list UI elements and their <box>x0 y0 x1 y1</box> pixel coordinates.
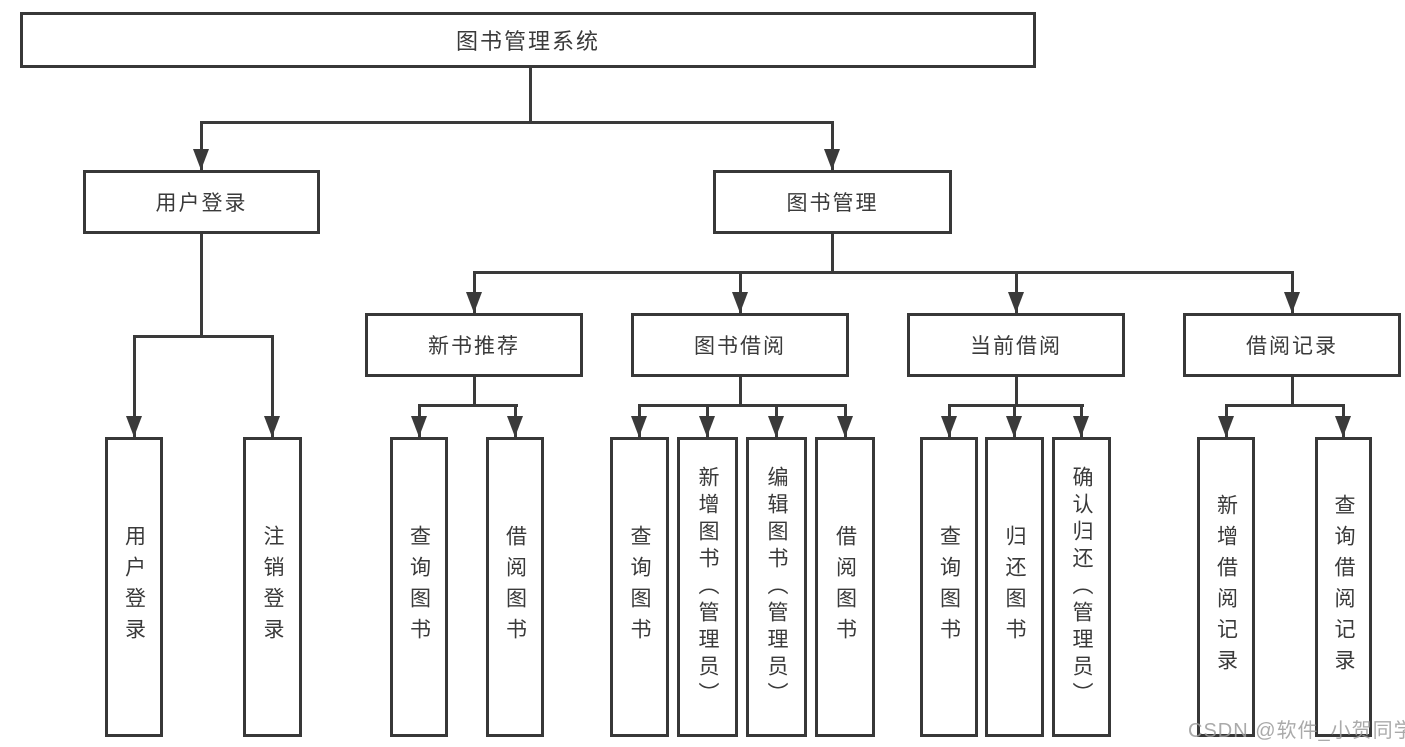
connector-line <box>529 68 532 122</box>
node-label: 借阅记录 <box>1246 335 1338 358</box>
leaf-label: 新增借阅记录 <box>1214 494 1238 680</box>
leaf-label: 查询图书 <box>628 525 651 649</box>
leaf-confirm-return-admin: 确认归还（管理员） <box>1052 437 1111 737</box>
node-current-borrowing: 当前借阅 <box>907 313 1125 377</box>
connector-arrowhead-down-icon <box>941 416 957 437</box>
connector-arrowhead-down-icon <box>1073 416 1089 437</box>
connector-arrowhead-down-icon <box>507 416 523 437</box>
connector-arrowhead-down-icon <box>732 292 748 313</box>
leaf-label: 借阅图书 <box>833 525 857 649</box>
connector-line <box>200 234 203 337</box>
connector-arrowhead-down-icon <box>699 416 715 437</box>
leaf-edit-books-admin: 编辑图书（管理员） <box>746 437 807 737</box>
connector-line <box>831 121 834 170</box>
connector-line <box>473 271 1294 274</box>
leaf-label: 查询借阅记录 <box>1332 494 1355 680</box>
node-book-management: 图书管理 <box>713 170 952 234</box>
leaf-label: 查询图书 <box>407 525 431 649</box>
connector-arrowhead-down-icon <box>631 416 647 437</box>
connector-line <box>831 234 834 272</box>
connector-line <box>133 335 274 338</box>
leaf-label: 借阅图书 <box>503 525 527 649</box>
node-label: 图书借阅 <box>694 335 786 358</box>
connector-arrowhead-down-icon <box>837 416 853 437</box>
connector-arrowhead-down-icon <box>1218 416 1234 437</box>
node-label: 用户登录 <box>155 192 248 215</box>
leaf-query-books-2: 查询图书 <box>610 437 669 737</box>
connector-line <box>271 335 274 437</box>
node-label: 图书管理 <box>786 192 879 215</box>
node-new-book-recommend: 新书推荐 <box>365 313 583 377</box>
node-label: 图书管理系统 <box>455 29 600 54</box>
connector-arrowhead-down-icon <box>1006 416 1022 437</box>
leaf-label: 用户登录 <box>122 525 146 649</box>
leaf-query-borrow-record: 查询借阅记录 <box>1315 437 1372 737</box>
connector-arrowhead-down-icon <box>411 416 427 437</box>
connector-line <box>948 404 1084 407</box>
connector-line <box>133 335 136 437</box>
leaf-label: 新增图书（管理员） <box>696 465 719 709</box>
connector-arrowhead-down-icon <box>1335 416 1351 437</box>
connector-arrowhead-down-icon <box>1284 292 1300 313</box>
connector-arrowhead-down-icon <box>1008 292 1024 313</box>
leaf-return-books: 归还图书 <box>985 437 1044 737</box>
node-borrowing-records: 借阅记录 <box>1183 313 1401 377</box>
connector-line <box>418 404 518 407</box>
connector-line <box>200 121 834 124</box>
connector-line <box>1015 377 1018 405</box>
leaf-label: 编辑图书（管理员） <box>765 465 788 709</box>
node-user-login: 用户登录 <box>83 170 320 234</box>
connector-arrowhead-down-icon <box>768 416 784 437</box>
connector-arrowhead-down-icon <box>264 416 280 437</box>
connector-line <box>1225 404 1345 407</box>
connector-line <box>473 377 476 405</box>
leaf-label: 查询图书 <box>937 525 961 649</box>
leaf-label: 确认归还（管理员） <box>1070 465 1093 709</box>
leaf-user-login: 用户登录 <box>105 437 163 737</box>
connector-arrowhead-down-icon <box>126 416 142 437</box>
leaf-borrow-books-1: 借阅图书 <box>486 437 544 737</box>
connector-arrowhead-down-icon <box>824 149 840 170</box>
node-library-management-system: 图书管理系统 <box>20 12 1036 68</box>
connector-line <box>1291 377 1294 405</box>
node-label: 新书推荐 <box>428 335 520 358</box>
leaf-query-books-1: 查询图书 <box>390 437 448 737</box>
leaf-query-books-3: 查询图书 <box>920 437 978 737</box>
leaf-add-books-admin: 新增图书（管理员） <box>677 437 738 737</box>
connector-line <box>739 377 742 405</box>
connector-line <box>638 404 847 407</box>
csdn-watermark: CSDN @软件_小贺同学 <box>1188 720 1405 742</box>
node-label: 当前借阅 <box>970 335 1062 358</box>
leaf-label: 归还图书 <box>1003 525 1026 649</box>
leaf-add-borrow-record: 新增借阅记录 <box>1197 437 1255 737</box>
connector-line <box>200 121 203 170</box>
leaf-logout: 注销登录 <box>243 437 302 737</box>
leaf-label: 注销登录 <box>261 525 284 649</box>
node-book-borrowing: 图书借阅 <box>631 313 849 377</box>
leaf-borrow-books-2: 借阅图书 <box>815 437 875 737</box>
connector-arrowhead-down-icon <box>193 149 209 170</box>
connector-arrowhead-down-icon <box>466 292 482 313</box>
